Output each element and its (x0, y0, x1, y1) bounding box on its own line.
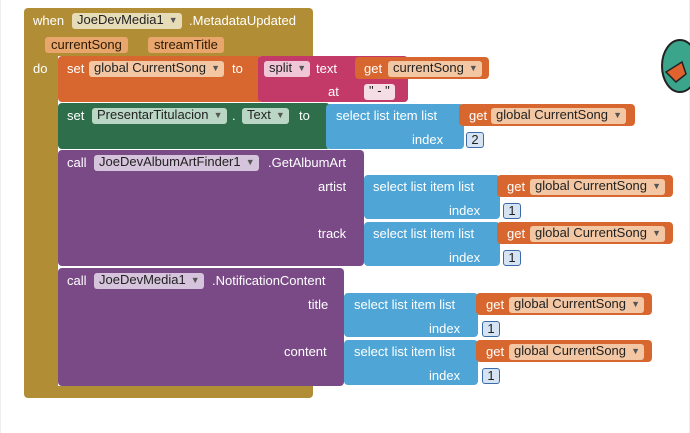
component-dropdown[interactable]: PresentarTitulacion▼ (92, 108, 227, 124)
call-label: call (67, 155, 87, 170)
get-var-dropdown[interactable]: currentSong▼ (388, 61, 482, 77)
select-label: select list item list (354, 297, 456, 312)
chevron-down-icon: ▼ (468, 63, 478, 73)
get-var-dropdown[interactable]: global CurrentSong▼ (530, 179, 666, 195)
index-number[interactable]: 1 (503, 203, 521, 219)
index-number[interactable]: 2 (466, 132, 484, 148)
select-label: select list item list (373, 226, 475, 241)
get-label: get (507, 179, 526, 194)
event-name: .MetadataUpdated (189, 13, 296, 28)
split-dropdown[interactable]: split▼ (264, 61, 311, 77)
do-label: do (33, 61, 48, 76)
method-label: .NotificationContent (212, 273, 326, 288)
chevron-down-icon: ▼ (168, 15, 178, 25)
select-list-item-block[interactable] (344, 340, 478, 385)
at-label: at (328, 84, 339, 99)
select-list-item-block[interactable] (344, 293, 478, 337)
artist-label: artist (318, 179, 347, 194)
chevron-down-icon: ▼ (652, 228, 662, 238)
chevron-down-icon: ▼ (631, 346, 641, 356)
select-list-item-block[interactable] (364, 222, 500, 266)
get-label: get (486, 344, 505, 359)
index-number[interactable]: 1 (482, 368, 500, 384)
component-dropdown[interactable]: JoeDevAlbumArtFinder1▼ (94, 155, 259, 171)
index-label: index (429, 368, 461, 383)
set-label: set (67, 61, 85, 76)
component-dropdown[interactable]: JoeDevMedia1▼ (72, 13, 182, 29)
chevron-down-icon: ▼ (190, 275, 200, 285)
index-label: index (449, 203, 481, 218)
get-var-dropdown[interactable]: global CurrentSong▼ (509, 344, 645, 360)
get-label: get (486, 297, 505, 312)
param-currentsong[interactable]: currentSong (45, 37, 128, 53)
dot-label: . (232, 108, 236, 123)
chevron-down-icon: ▼ (275, 110, 285, 120)
call-label: call (67, 273, 87, 288)
chevron-down-icon: ▼ (211, 63, 221, 73)
chevron-down-icon: ▼ (631, 299, 641, 309)
content-label: content (284, 344, 327, 359)
mascot-icon (661, 39, 690, 93)
chevron-down-icon: ▼ (297, 63, 307, 73)
property-dropdown[interactable]: Text▼ (242, 108, 289, 124)
to-label: to (299, 108, 310, 123)
variable-dropdown[interactable]: global CurrentSong▼ (89, 61, 225, 77)
get-var-dropdown[interactable]: global CurrentSong▼ (530, 226, 666, 242)
method-label: .GetAlbumArt (268, 155, 347, 170)
get-label: get (469, 108, 488, 123)
select-list-item-block[interactable] (326, 104, 464, 149)
index-label: index (449, 250, 481, 265)
get-label: get (507, 226, 526, 241)
select-list-item-block[interactable] (364, 175, 500, 219)
index-number[interactable]: 1 (503, 250, 521, 266)
set-label: set (67, 108, 85, 123)
chevron-down-icon: ▼ (213, 110, 223, 120)
index-label: index (412, 132, 444, 147)
chevron-down-icon: ▼ (613, 110, 623, 120)
param-streamtitle[interactable]: streamTitle (148, 37, 224, 53)
index-number[interactable]: 1 (482, 321, 500, 337)
chevron-down-icon: ▼ (245, 157, 255, 167)
get-var-dropdown[interactable]: global CurrentSong▼ (491, 108, 627, 124)
chevron-down-icon: ▼ (652, 181, 662, 191)
when-label: when (33, 13, 65, 28)
to-label: to (232, 61, 243, 76)
track-label: track (318, 226, 347, 241)
get-var-dropdown[interactable]: global CurrentSong▼ (509, 297, 645, 313)
select-label: select list item list (336, 108, 438, 123)
text-literal-value[interactable]: " - " (364, 84, 395, 100)
index-label: index (429, 321, 461, 336)
title-label: title (308, 297, 329, 312)
component-dropdown[interactable]: JoeDevMedia1▼ (94, 273, 204, 289)
text-label: text (316, 61, 337, 76)
select-label: select list item list (354, 344, 456, 359)
select-label: select list item list (373, 179, 475, 194)
get-label: get (364, 61, 383, 76)
